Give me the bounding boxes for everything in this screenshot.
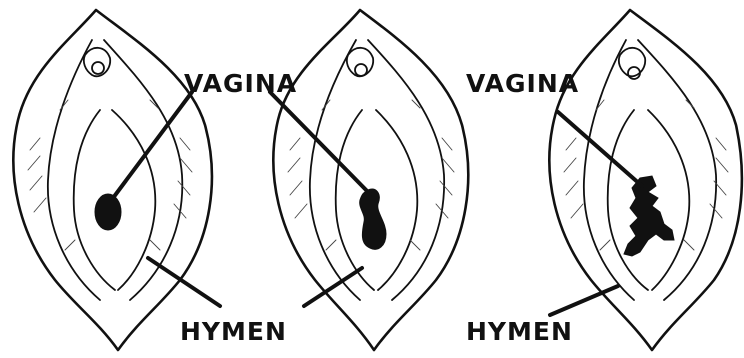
panel-1-vagina-label: VAGINA bbox=[184, 69, 297, 98]
panel-3-vagina-label: VAGINA bbox=[466, 69, 579, 98]
panel-1-vaginal-opening bbox=[95, 194, 121, 230]
panel-3-hymen-label: HYMEN bbox=[466, 317, 573, 346]
panel-2-hymen-label: HYMEN bbox=[180, 317, 287, 346]
panel-1 bbox=[13, 10, 220, 350]
panel-2 bbox=[270, 10, 468, 350]
panel-3 bbox=[549, 10, 741, 350]
panel-2-outer-outline bbox=[273, 10, 468, 350]
